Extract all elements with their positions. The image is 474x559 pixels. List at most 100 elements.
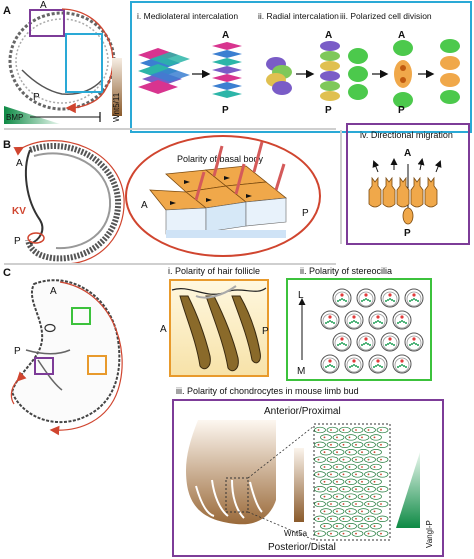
wnt-gradient: Wnt5/11 xyxy=(112,58,122,122)
chondrocyte xyxy=(351,500,364,508)
division-cells-before xyxy=(348,48,368,100)
panel-a-process-box xyxy=(130,1,472,133)
chondrocyte xyxy=(345,523,357,530)
c-inset-orange xyxy=(87,355,107,375)
chondrocyte xyxy=(351,426,364,434)
limb-bottom: Posterior/Distal xyxy=(268,542,336,553)
limb-bud xyxy=(186,420,315,541)
c-inset-purple xyxy=(34,357,54,375)
chondrocyte xyxy=(357,493,370,500)
chondrocyte xyxy=(376,500,389,508)
convergence-arrow xyxy=(61,8,114,114)
division-cells-dividing xyxy=(393,40,413,108)
basal-body-a: A xyxy=(141,200,148,211)
process-ii-a: A xyxy=(325,30,332,41)
hair-cell xyxy=(344,354,364,374)
chondrocyte-grid xyxy=(313,423,391,541)
migrating-cells xyxy=(368,158,442,225)
migration-title: iv. Directional migration xyxy=(360,130,453,140)
chondrocyte xyxy=(326,500,339,508)
chondrocyte xyxy=(357,463,370,471)
hair-cell xyxy=(368,354,388,374)
stereocilia-title: ii. Polarity of stereocilia xyxy=(300,266,392,276)
hair-cell xyxy=(380,332,400,352)
panel-b-curve-arrow xyxy=(13,140,125,265)
vangl-label: Vangl-P xyxy=(425,520,434,548)
chondrocyte xyxy=(376,456,389,463)
chondrocyte xyxy=(339,456,351,463)
chondrocyte xyxy=(326,441,339,448)
hair-title: i. Polarity of hair follicle xyxy=(168,266,260,276)
chondrocyte xyxy=(364,471,376,478)
migration-a: A xyxy=(404,148,411,159)
chondrocyte xyxy=(314,515,326,522)
process-ii-title: ii. Radial intercalation xyxy=(258,11,339,21)
panel-b: B A KV P Polarity of basal body xyxy=(3,123,470,265)
chondrocyte xyxy=(376,515,389,522)
hair-a: A xyxy=(160,324,167,335)
chondrocyte xyxy=(370,478,382,485)
chondrocyte xyxy=(314,441,326,448)
chondrocyte xyxy=(320,449,332,456)
chondrocyte xyxy=(364,486,376,493)
embryo-inset-cyan xyxy=(65,33,103,93)
chondrocyte xyxy=(376,486,389,493)
hair-follicle-diagram: A P xyxy=(160,279,269,377)
hair-cell xyxy=(332,332,352,352)
vangl-gradient: Vangl-P xyxy=(396,452,434,548)
chondrocyte xyxy=(332,463,345,471)
panel-c: C A P i. Polarity of hair follicle A P xyxy=(3,266,444,557)
chondrocyte xyxy=(351,515,364,522)
panel-b-embryo: A KV P xyxy=(12,140,125,265)
mediolateral-cells-before xyxy=(138,48,190,94)
chondrocyte xyxy=(339,441,351,448)
process-i-title: i. Mediolateral intercalation xyxy=(137,11,238,21)
migration-p: P xyxy=(404,228,411,239)
chondrocyte xyxy=(357,478,370,485)
stereocilia-l: L xyxy=(298,290,304,301)
stereocilia-grid xyxy=(320,288,424,374)
process-i-p: P xyxy=(222,105,229,116)
chondrocyte xyxy=(320,478,332,485)
chondrocyte xyxy=(370,434,382,441)
hair-cell xyxy=(404,332,424,352)
process-iii-a: A xyxy=(398,30,405,41)
chondrocyte xyxy=(370,449,382,456)
hair-cell xyxy=(380,288,400,308)
chondrocyte xyxy=(332,523,345,530)
chondrocyte xyxy=(345,478,357,485)
chondrocyte xyxy=(320,463,332,471)
chondrocyte xyxy=(332,434,345,441)
panel-a: A A P BMP Wnt5/11 i. Mediolateral interc… xyxy=(3,0,472,133)
hair-cell xyxy=(392,310,412,330)
chondrocyte xyxy=(364,441,376,448)
chondrocyte xyxy=(351,441,364,448)
process-ii-p: P xyxy=(325,105,332,116)
chondrocyte xyxy=(364,515,376,522)
chondrocyte xyxy=(345,434,357,441)
panel-c-right-arrow xyxy=(49,281,123,436)
hair-cell xyxy=(320,354,340,374)
wnt5a-gradient: Wnt5a xyxy=(284,448,308,538)
panel-b-a-label: A xyxy=(16,158,23,169)
hair-cell xyxy=(320,310,340,330)
chondrocyte xyxy=(345,508,357,515)
chondrocyte xyxy=(320,508,332,515)
chondrocyte xyxy=(370,463,382,471)
chondrocyte xyxy=(314,486,326,493)
chondrocyte xyxy=(314,500,326,508)
panel-c-letter: C xyxy=(3,267,11,279)
chondrocyte xyxy=(332,493,345,500)
chondrocyte xyxy=(326,426,339,434)
limb-title: iii. Polarity of chondrocytes in mouse l… xyxy=(176,386,359,396)
embryo-a-label: A xyxy=(40,0,47,11)
chondrocyte xyxy=(376,530,389,537)
hair-cell xyxy=(392,354,412,374)
wnt5a-label: Wnt5a xyxy=(284,529,308,538)
chondrocyte xyxy=(351,471,364,478)
bmp-label: BMP xyxy=(6,113,23,122)
embryo-inset-purple xyxy=(29,9,65,37)
chondrocyte xyxy=(332,508,345,515)
chondrocyte xyxy=(376,471,389,478)
